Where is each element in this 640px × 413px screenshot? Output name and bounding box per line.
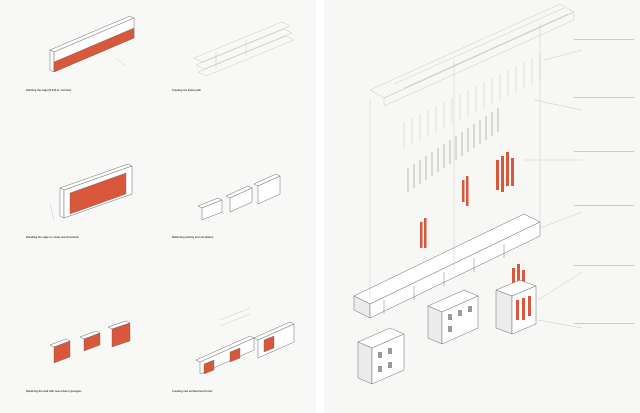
- note-1-rule: [574, 39, 634, 40]
- step-6-red-block-3: [263, 335, 275, 353]
- page-gutter: [316, 0, 324, 413]
- roof-layer: [369, 3, 575, 107]
- step-1-title: Defining the edge (D.E.R.O. corridor): [26, 89, 72, 92]
- note-3: [574, 150, 634, 154]
- note-6-rule: [574, 323, 634, 324]
- note-5: [574, 264, 634, 268]
- step-4-diagram: [197, 173, 281, 221]
- lower-building-2: [427, 289, 479, 345]
- step-6-red-block-2: [229, 347, 241, 363]
- step-3-diagram: [49, 163, 133, 221]
- step-1-diagram: [49, 15, 135, 73]
- leader-lines: [524, 49, 583, 329]
- step-1-red-band: [53, 27, 135, 73]
- step-5-red-block-3: [111, 322, 131, 348]
- note-4-rule: [574, 205, 634, 206]
- step-5-diagram: [49, 320, 131, 364]
- louver-layer: [407, 108, 499, 192]
- lower-building-1: [357, 327, 405, 385]
- step-5-red-block-1: [53, 340, 71, 364]
- left-page: Defining the edge (D.E.R.O. corridor) Cr…: [0, 0, 316, 413]
- step-6-diagram: [195, 307, 295, 375]
- note-1: [574, 38, 634, 42]
- step-3-title: Breaking the edge to create new threshol…: [26, 236, 79, 239]
- right-page: [324, 0, 640, 413]
- step-3-red-panel: [69, 172, 127, 215]
- step-6-title: Creating new architectural forms: [172, 390, 213, 393]
- step-2-diagram: [193, 21, 295, 77]
- note-6: [574, 322, 634, 326]
- step-5-title: Repairing the wall with new urban typolo…: [26, 390, 82, 393]
- note-2: [574, 96, 634, 100]
- note-5-rule: [574, 265, 634, 266]
- projection-lines: [369, 24, 541, 300]
- step-5-red-block-2: [83, 332, 101, 352]
- note-4: [574, 204, 634, 208]
- lower-building-3: [495, 279, 537, 335]
- step-2-title: Creating the linear path: [172, 89, 201, 92]
- step-4-title: Reflecting activity and circulation: [172, 236, 214, 239]
- step-6-red-block-1: [203, 359, 215, 375]
- main-volume: [353, 213, 541, 319]
- exploded-axonometric: [353, 3, 583, 385]
- note-3-rule: [574, 151, 634, 152]
- fin-layer: [403, 54, 541, 148]
- note-2-rule: [574, 97, 634, 98]
